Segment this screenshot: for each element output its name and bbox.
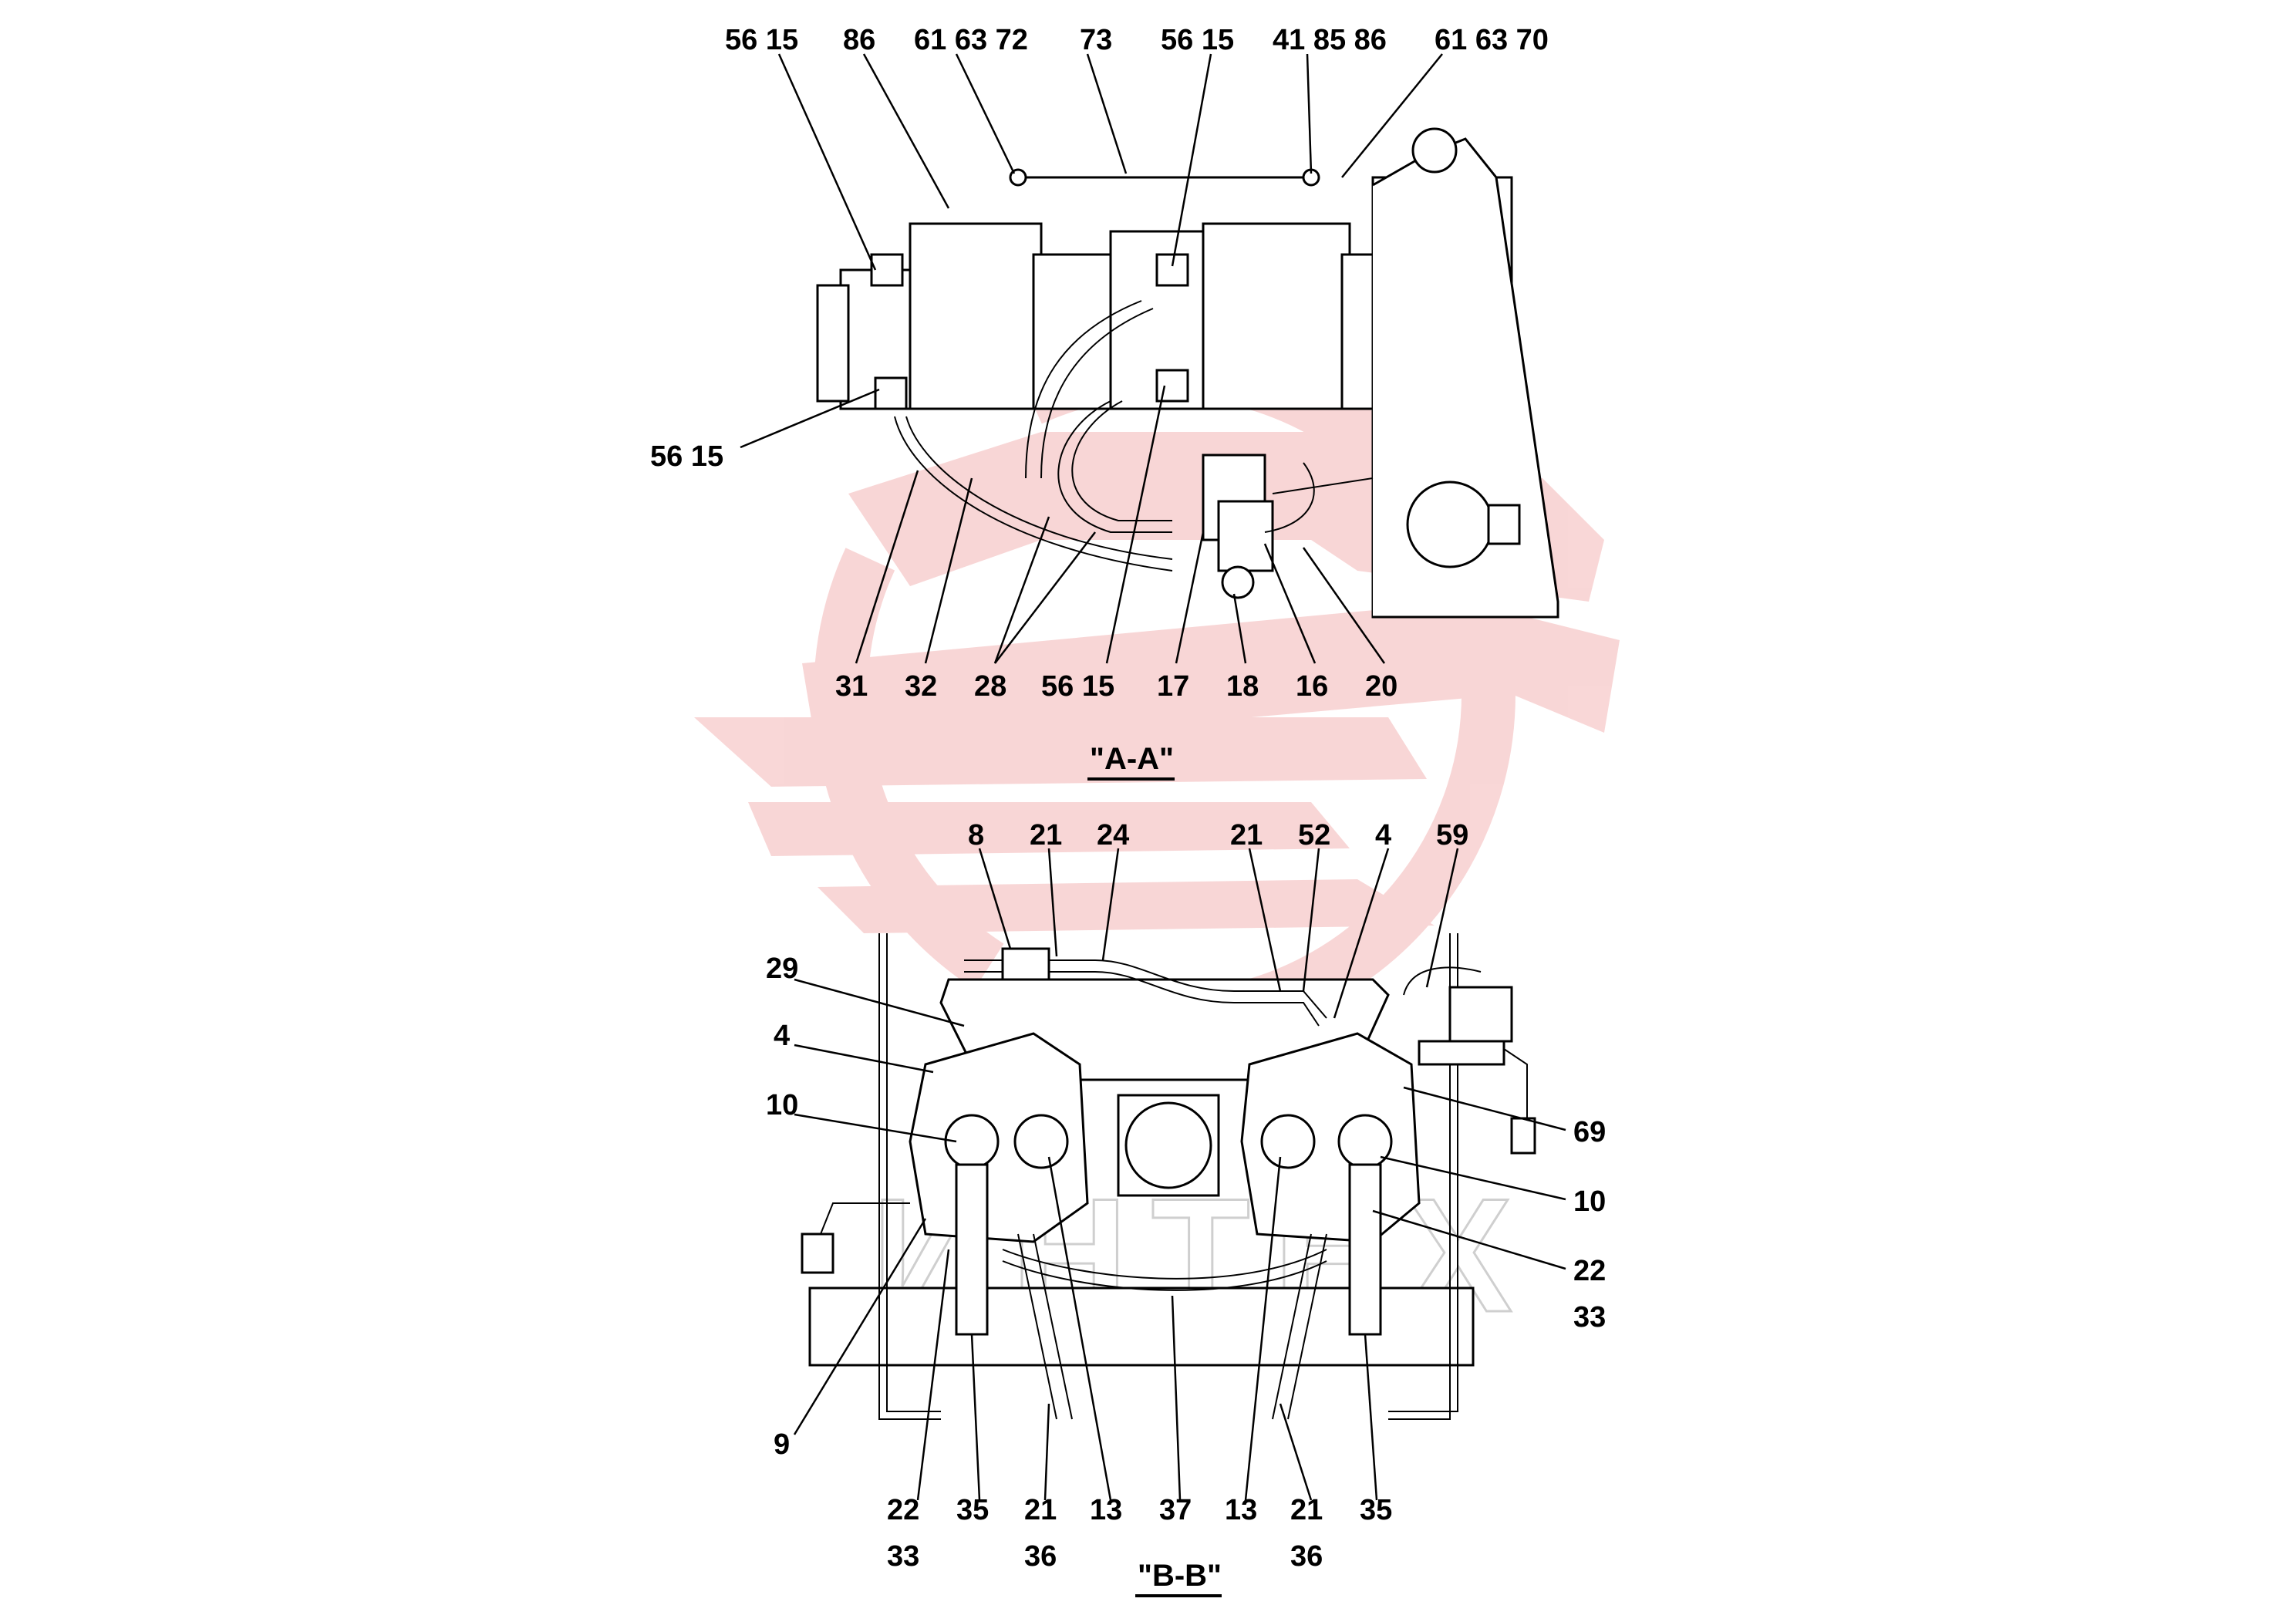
callout-label: 4 [774, 1020, 790, 1052]
callout-label: 20 [1365, 670, 1397, 703]
callout-label: 29 [766, 953, 798, 985]
callout-label: 56 15 [725, 24, 798, 56]
callout-label: 21 [1230, 819, 1263, 851]
callout-label: 59 [1436, 819, 1468, 851]
callout-label: 52 [1298, 819, 1330, 851]
callout-label: 9 [774, 1428, 790, 1461]
callout-label: 10 [1573, 1185, 1606, 1218]
callout-label: 61 63 72 [914, 24, 1028, 56]
view-title: "B-B" [1138, 1559, 1222, 1593]
callout-label: 56 15 [650, 440, 723, 473]
callout-label: 69 [1573, 1116, 1606, 1148]
callout-label: 8 [968, 819, 984, 851]
callout-label: 21 [1290, 1494, 1323, 1526]
callout-label: 35 [1360, 1494, 1392, 1526]
callout-label: 10 [766, 1089, 798, 1121]
callout-label: 56 15 [1161, 24, 1234, 56]
callout-label: 21 [1030, 819, 1062, 851]
callout-label: 33 [887, 1540, 919, 1573]
callout-label: 36 [1290, 1540, 1323, 1573]
callout-label: 37 [1159, 1494, 1192, 1526]
view-a-a-drawing [740, 53, 1559, 664]
callout-label: 86 [843, 24, 875, 56]
callout-label: 13 [1225, 1494, 1257, 1526]
callout-label: 32 [905, 670, 937, 703]
view-b-b-callouts: 8 21 24 21 52 4 59 29 4 10 69 10 22 33 9… [766, 819, 1606, 1573]
callout-label: 28 [974, 670, 1006, 703]
callout-label: 21 [1024, 1494, 1057, 1526]
callout-label: 31 [835, 670, 868, 703]
callout-label: 41 85 86 [1273, 24, 1387, 56]
callout-label: 61 63 70 [1435, 24, 1549, 56]
callout-label: 22 [887, 1494, 919, 1526]
callout-label: 22 [1573, 1255, 1606, 1287]
view-title: "A-A" [1090, 742, 1174, 776]
callout-label: 56 15 [1041, 670, 1114, 703]
callout-label: 16 [1296, 670, 1328, 703]
callout-label: 17 [1157, 670, 1189, 703]
callout-label: 33 [1573, 1301, 1606, 1334]
callout-label: 36 [1024, 1540, 1057, 1573]
view-a-a-callouts: 56 15 86 61 63 72 73 56 15 41 85 86 61 6… [650, 24, 1549, 703]
view-b-b-title: "B-B" [1135, 1559, 1222, 1597]
callout-label: 4 [1375, 819, 1391, 851]
callout-label: 18 [1226, 670, 1259, 703]
callout-label: 13 [1090, 1494, 1122, 1526]
view-a-a-title: "A-A" [1087, 742, 1175, 781]
view-b-b-drawing [793, 848, 1566, 1501]
callout-label: 24 [1097, 819, 1129, 851]
callout-label: 35 [956, 1494, 989, 1526]
callout-label: 73 [1080, 24, 1112, 56]
